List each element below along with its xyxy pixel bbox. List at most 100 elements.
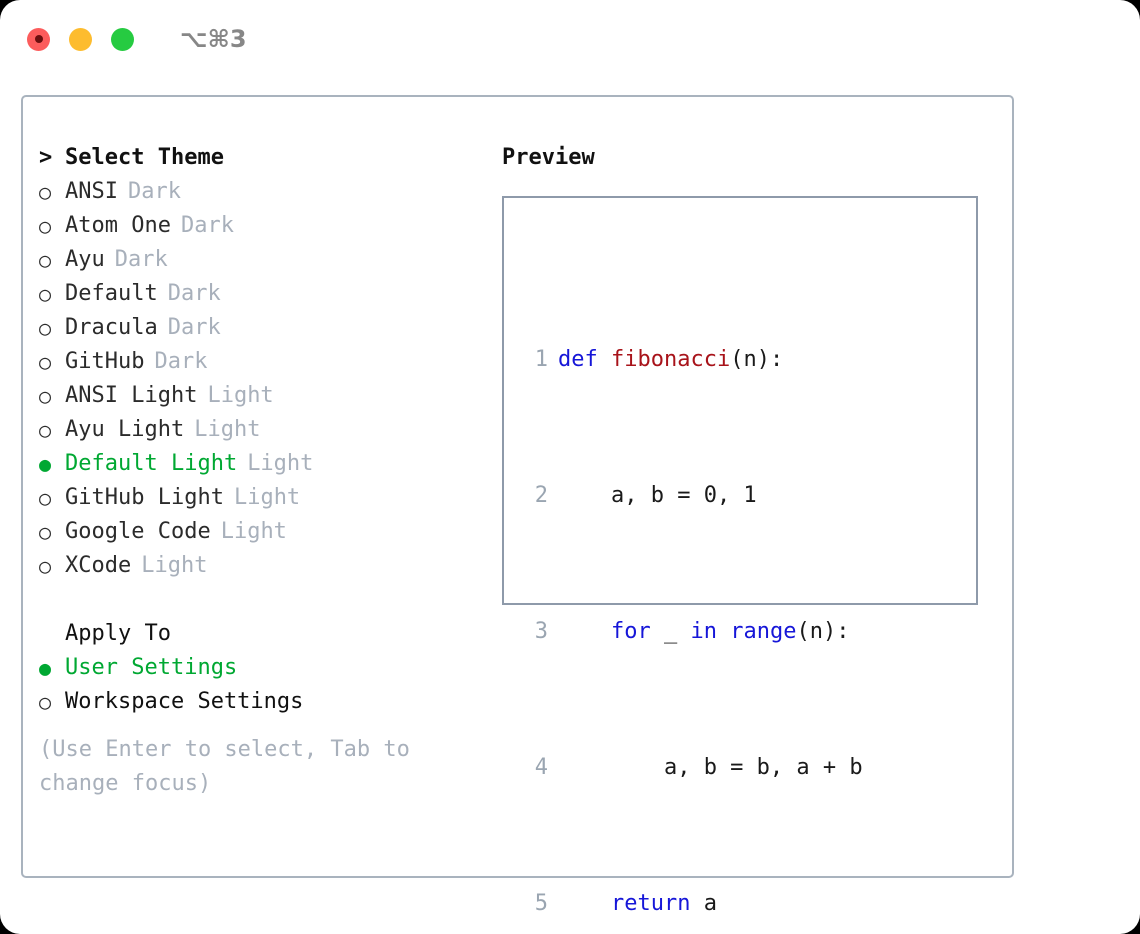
- theme-name: GitHub Light: [65, 485, 224, 510]
- theme-variant: Dark: [167, 281, 221, 306]
- theme-name: XCode: [65, 553, 132, 578]
- code-token: return: [610, 891, 691, 916]
- theme-name: ANSI: [65, 179, 118, 204]
- radio-off-icon: ○: [39, 690, 52, 714]
- minimize-button[interactable]: [69, 27, 92, 51]
- keyboard-hint-text: (Use Enter to select, Tab to change focu…: [39, 737, 410, 796]
- theme-name: GitHub: [65, 349, 145, 374]
- panel-columns: > Select Theme ○ ANSI Dark ○ Atom One Da…: [23, 97, 1012, 916]
- line-number: 4: [534, 755, 548, 780]
- radio-off-icon: ○: [39, 418, 52, 442]
- theme-list-item[interactable]: ○ Google Code Light: [39, 515, 469, 549]
- preview-column: Preview 1 def fibonacci(n): 2 a, b = 0, …: [502, 141, 1002, 916]
- code-content: a, b = 0, 1: [558, 479, 757, 513]
- prompt-caret-icon: >: [39, 145, 53, 170]
- code-line: 5 return a: [514, 887, 889, 921]
- title-bar: ⌥⌘3: [0, 0, 1140, 78]
- theme-list-item[interactable]: ○ Ayu Light Light: [39, 413, 469, 447]
- line-number: 3: [534, 619, 548, 644]
- radio-off-icon: ○: [39, 384, 52, 408]
- preview-heading: Preview: [502, 145, 595, 170]
- theme-list-item[interactable]: ○ GitHub Light Light: [39, 481, 469, 515]
- theme-list-item[interactable]: ○ Atom One Dark: [39, 209, 469, 243]
- code-token: (n):: [730, 347, 784, 372]
- radio-off-icon: ○: [39, 214, 52, 238]
- close-button[interactable]: [27, 27, 50, 51]
- preview-code: 1 def fibonacci(n): 2 a, b = 0, 1 3 for …: [514, 241, 889, 934]
- theme-variant: Dark: [114, 247, 168, 272]
- theme-list-item-selected[interactable]: ● Default Light Light: [39, 447, 469, 481]
- code-content: a, b = b, a + b: [558, 751, 863, 785]
- theme-list-item[interactable]: ○ XCode Light: [39, 549, 469, 583]
- code-token: [717, 619, 730, 644]
- theme-name: Default: [65, 281, 158, 306]
- line-number: 5: [534, 891, 548, 916]
- theme-variant: Dark: [180, 213, 234, 238]
- radio-off-icon: ○: [39, 554, 52, 578]
- radio-on-icon: ●: [39, 452, 52, 476]
- main-panel: > Select Theme ○ ANSI Dark ○ Atom One Da…: [21, 95, 1014, 916]
- code-content: for _ in range(n):: [558, 615, 849, 649]
- theme-name: Dracula: [65, 315, 158, 340]
- apply-to-heading: Apply To: [65, 621, 171, 646]
- theme-name: Ayu: [65, 247, 105, 272]
- theme-name: Ayu Light: [65, 417, 185, 442]
- page-title: Select Theme: [65, 145, 224, 170]
- theme-variant: Dark: [127, 179, 181, 204]
- theme-name: ANSI Light: [65, 383, 198, 408]
- theme-list-item[interactable]: ○ GitHub Dark: [39, 345, 469, 379]
- line-number: 2: [534, 483, 548, 508]
- code-line: 3 for _ in range(n):: [514, 615, 889, 649]
- theme-variant: Light: [141, 553, 208, 578]
- radio-off-icon: ○: [39, 180, 52, 204]
- theme-list-item[interactable]: ○ Dracula Dark: [39, 311, 469, 345]
- code-content: def fibonacci(n):: [558, 343, 783, 377]
- window-controls: [27, 27, 134, 51]
- theme-list-item[interactable]: ○ Default Dark: [39, 277, 469, 311]
- theme-variant: Dark: [167, 315, 221, 340]
- theme-variant: Light: [194, 417, 261, 442]
- code-token: for: [610, 619, 651, 644]
- theme-variant: Light: [247, 451, 314, 476]
- code-token: def: [558, 347, 611, 372]
- code-token: a, b = 0, 1: [558, 483, 757, 508]
- apply-to-option-label: User Settings: [65, 655, 238, 680]
- apply-to-option-user-settings[interactable]: ● User Settings: [39, 651, 469, 685]
- radio-off-icon: ○: [39, 520, 52, 544]
- code-token: in: [690, 619, 717, 644]
- theme-name: Default Light: [65, 451, 238, 476]
- theme-list-item[interactable]: ○ ANSI Light Light: [39, 379, 469, 413]
- radio-off-icon: ○: [39, 282, 52, 306]
- radio-off-icon: ○: [39, 486, 52, 510]
- radio-off-icon: ○: [39, 350, 52, 374]
- code-token: a, b = b, a + b: [558, 755, 863, 780]
- radio-off-icon: ○: [39, 316, 52, 340]
- theme-variant: Light: [233, 485, 301, 510]
- code-token: [558, 891, 611, 916]
- theme-picker-column: > Select Theme ○ ANSI Dark ○ Atom One Da…: [39, 141, 469, 801]
- apply-to-option-workspace-settings[interactable]: ○ Workspace Settings: [39, 685, 469, 719]
- apply-to-heading-row: Apply To: [39, 617, 469, 651]
- code-token: fibonacci: [610, 347, 731, 372]
- keyboard-shortcut-label: ⌥⌘3: [180, 25, 247, 53]
- code-token: a: [690, 891, 717, 916]
- radio-off-icon: ○: [39, 248, 52, 272]
- theme-list-item[interactable]: ○ ANSI Dark: [39, 175, 469, 209]
- preview-box: 1 def fibonacci(n): 2 a, b = 0, 1 3 for …: [502, 196, 978, 916]
- apply-to-option-label: Workspace Settings: [65, 689, 304, 714]
- code-token: (n):: [796, 619, 850, 644]
- code-token: _: [650, 619, 691, 644]
- theme-variant: Dark: [154, 349, 208, 374]
- theme-list-item[interactable]: ○ Ayu Dark: [39, 243, 469, 277]
- code-token: [558, 619, 611, 644]
- zoom-button[interactable]: [111, 27, 134, 51]
- code-line: 2 a, b = 0, 1: [514, 479, 889, 513]
- section-spacer: [39, 583, 469, 617]
- theme-name: Atom One: [65, 213, 171, 238]
- select-theme-heading-row: > Select Theme: [39, 141, 469, 175]
- code-token: range: [730, 619, 797, 644]
- line-number: 1: [534, 347, 548, 372]
- code-content: return a: [558, 887, 717, 921]
- theme-name: Google Code: [65, 519, 211, 544]
